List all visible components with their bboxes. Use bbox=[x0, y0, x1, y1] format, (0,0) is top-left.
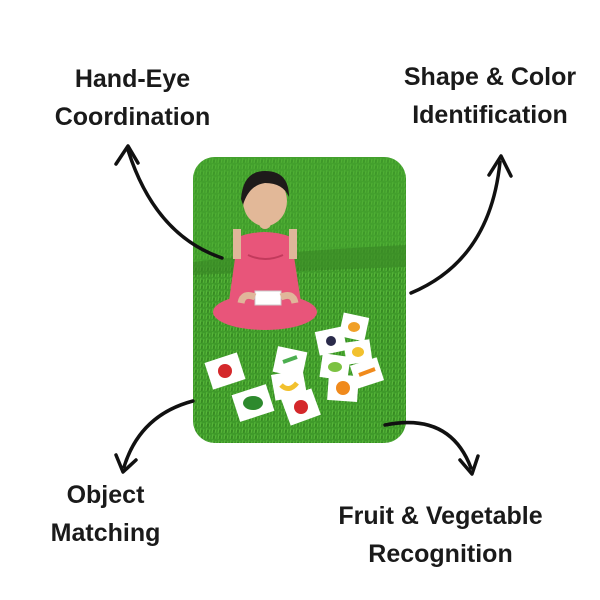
label-shape-color-identification: Shape & Color Identification bbox=[385, 58, 595, 134]
arrowhead bbox=[487, 154, 513, 178]
label-line: Object bbox=[66, 481, 145, 509]
child-figure bbox=[213, 171, 317, 330]
label-line: Shape & Color bbox=[403, 63, 577, 91]
arrow-to-fruit-recognition bbox=[383, 420, 473, 470]
label-line: Fruit & Vegetable bbox=[338, 502, 543, 530]
arrowhead bbox=[114, 453, 138, 474]
fruit-cards bbox=[204, 312, 385, 426]
arrow-to-shape-color bbox=[409, 160, 502, 295]
label-object-matching: Object Matching bbox=[38, 476, 173, 552]
label-hand-eye-coordination: Hand-Eye Coordination bbox=[40, 60, 225, 136]
child-playing-photo bbox=[193, 157, 406, 443]
arrowhead bbox=[458, 454, 480, 476]
label-line: Identification bbox=[412, 101, 568, 129]
label-line: Recognition bbox=[368, 540, 513, 568]
label-line: Matching bbox=[50, 519, 161, 547]
label-fruit-vegetable-recognition: Fruit & Vegetable Recognition bbox=[318, 497, 563, 573]
label-line: Coordination bbox=[54, 103, 211, 131]
arrowhead bbox=[114, 144, 140, 166]
photo-illustration bbox=[193, 157, 406, 443]
arrow-to-hand-eye bbox=[126, 148, 224, 260]
arrow-to-object-matching bbox=[122, 399, 195, 469]
label-line: Hand-Eye bbox=[74, 65, 191, 93]
